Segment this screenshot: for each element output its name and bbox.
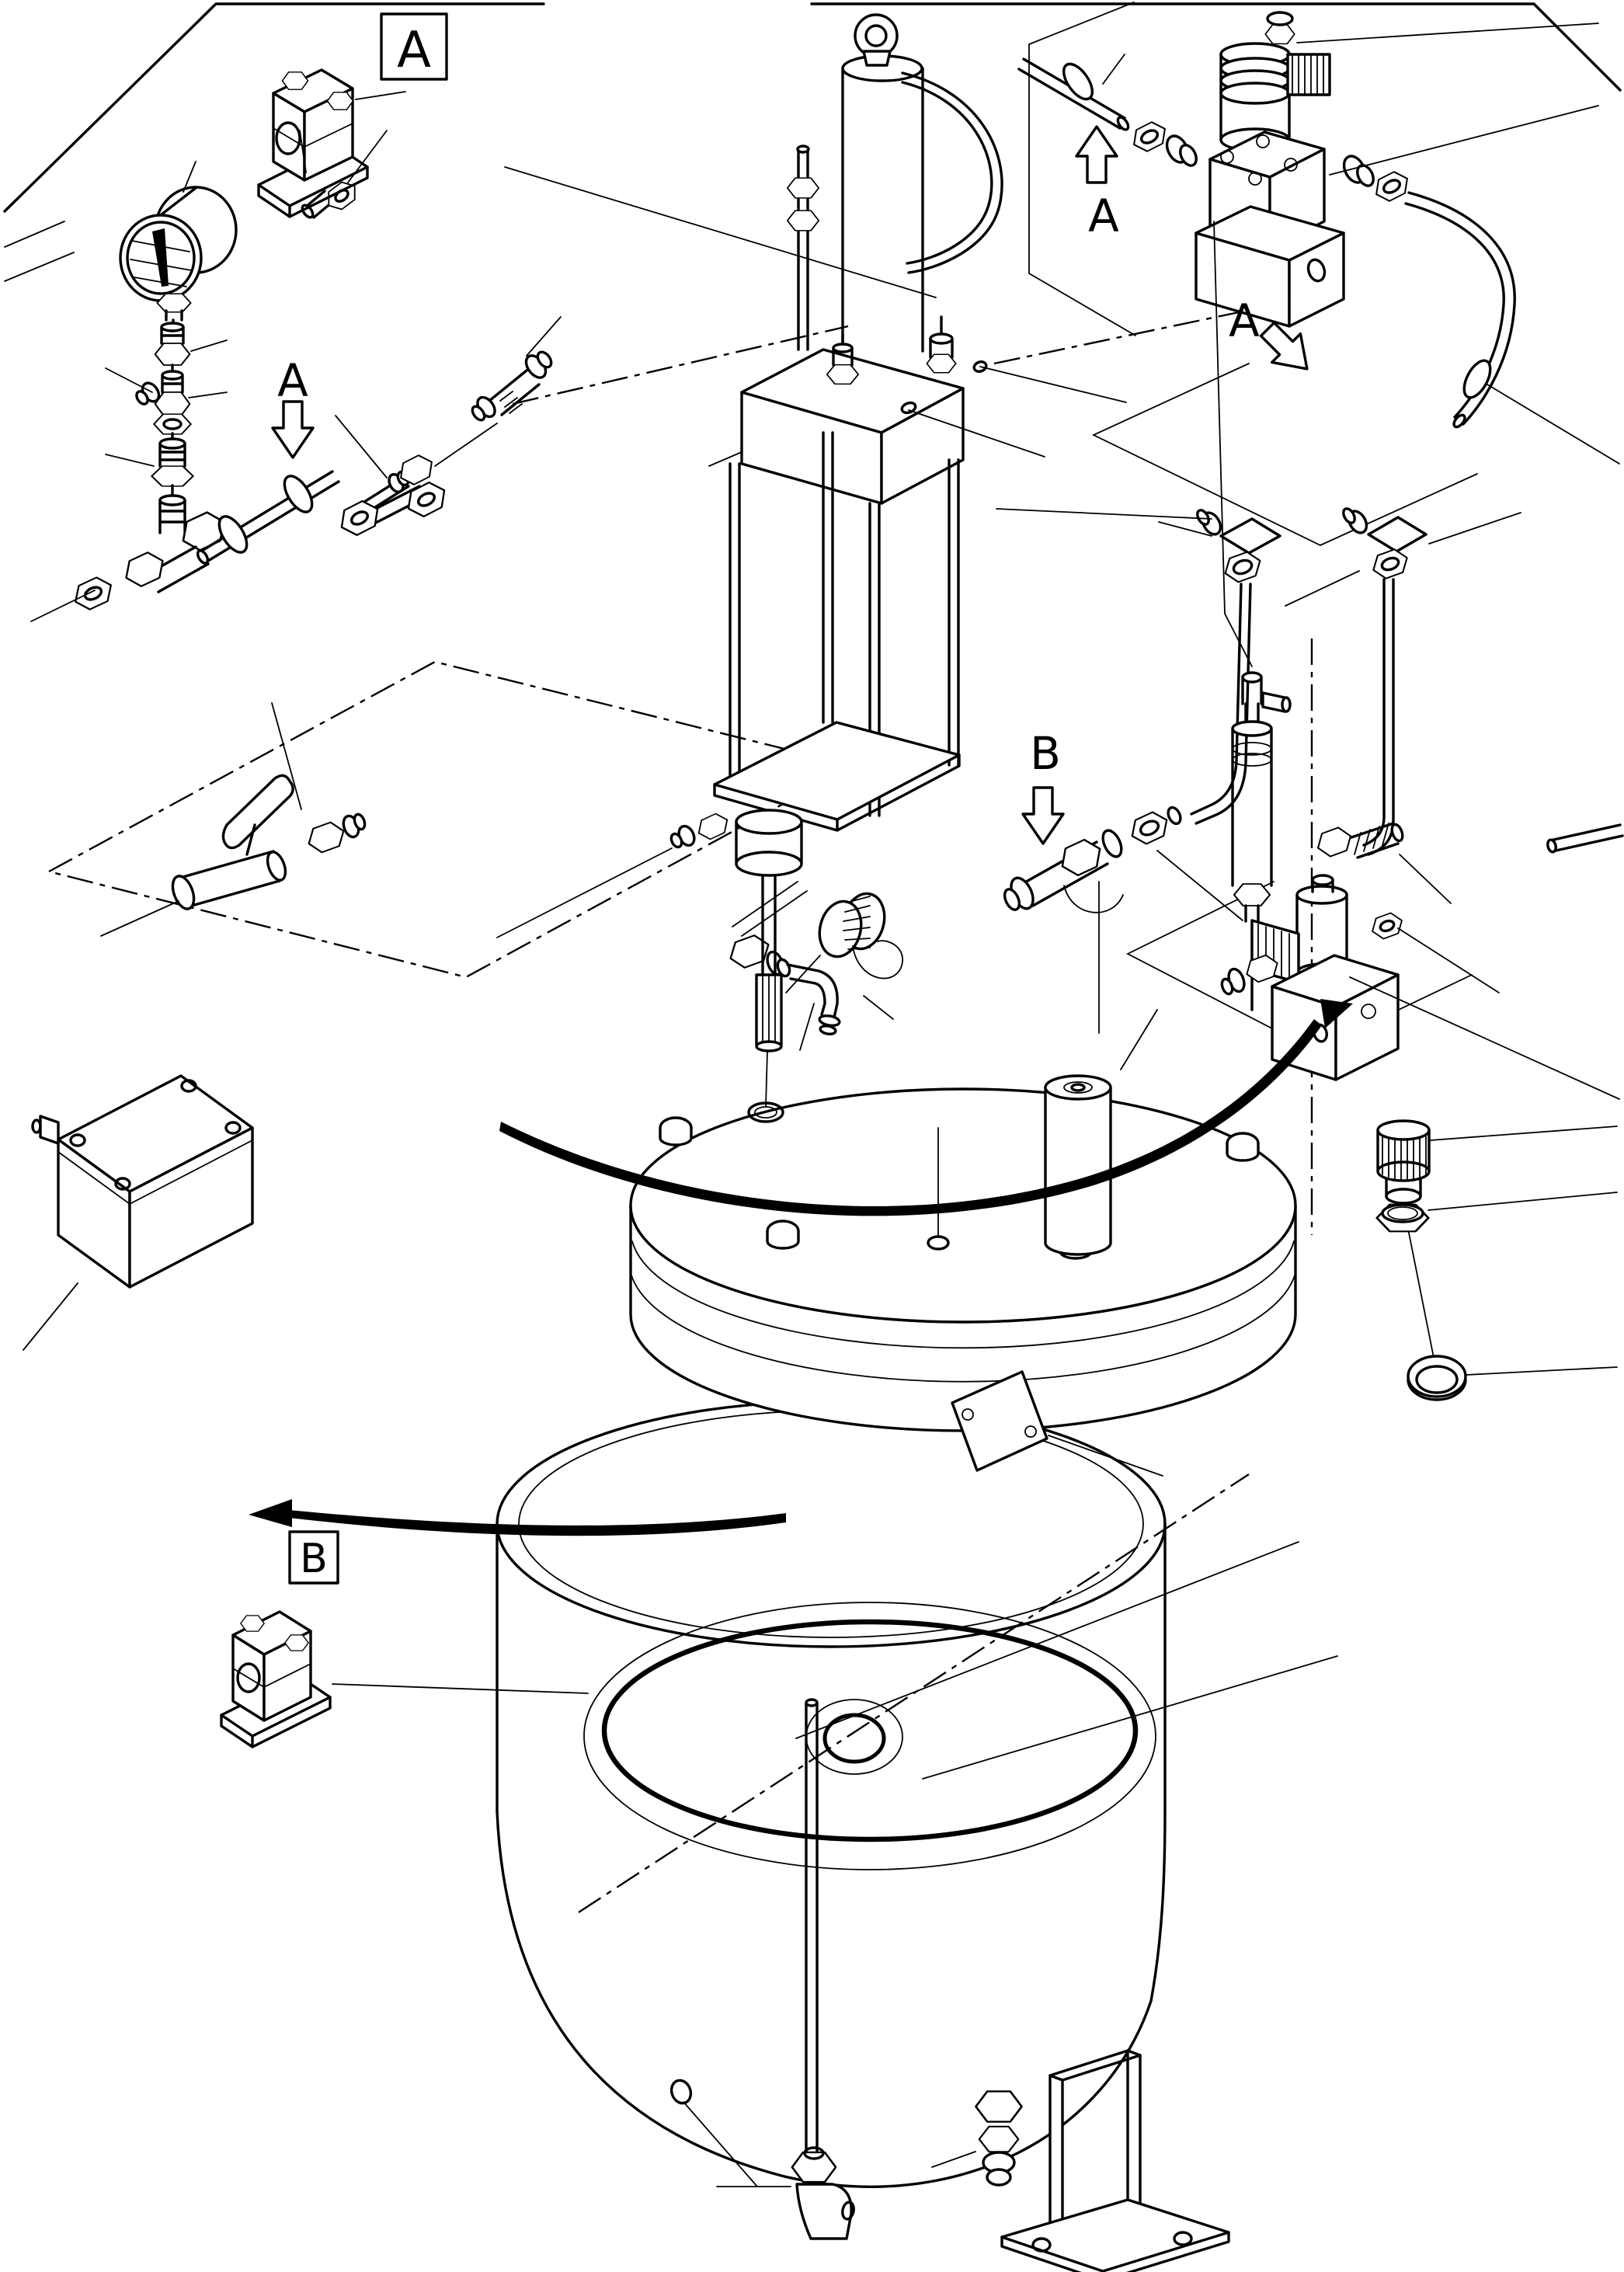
swoosh-arrow-right (499, 1019, 1322, 1216)
up-arrow-icon (1075, 125, 1118, 184)
drum-center-line (578, 1473, 1250, 1914)
pressure-gauge (119, 186, 238, 322)
leader-lines (4, 23, 1620, 2187)
junction-box (31, 1074, 254, 1289)
view-arrow-a-left: A (271, 354, 315, 459)
hose-barb-fitting-left (304, 812, 367, 857)
detail-b-label: B (300, 1536, 328, 1582)
down-arrow-icon (271, 400, 315, 459)
knurled-cap (1376, 1119, 1431, 1205)
bulkhead-tube-a-left (196, 470, 410, 565)
gauge-tee-fitting (135, 370, 192, 441)
air-hose-loop (901, 71, 1003, 274)
pump-air-cylinder (841, 13, 1003, 353)
ring-nut (1375, 1203, 1430, 1233)
swoosh-arrow-left (289, 1510, 786, 1536)
tube-clamp-b (220, 1610, 332, 1748)
detail-a-label-box: A (380, 12, 448, 81)
drum-lid (629, 1074, 1297, 1472)
suction-elbow-fitting (791, 2146, 855, 2240)
pump-tube-shaft (732, 874, 808, 1107)
lid-cap-nut (766, 1220, 800, 1250)
coupler-b-assembly (1003, 805, 1182, 913)
compression-fitting-left (151, 437, 194, 499)
view-a-right-label: A (1229, 294, 1260, 347)
elbow-fitting-2 (1342, 507, 1428, 856)
solenoid-body-block (1195, 130, 1345, 328)
cap-nut-washer-stack (1375, 1119, 1467, 1401)
short-tube-right (1546, 823, 1624, 854)
swoosh-arrows (249, 999, 1353, 1536)
grommet (1462, 359, 1492, 399)
valve-nut (1368, 910, 1407, 942)
follower-plate (601, 1619, 1139, 1842)
muffler-plug (826, 332, 860, 385)
bent-air-tube (1404, 191, 1516, 429)
junction-box-connector (39, 1115, 60, 1145)
grommet (1062, 62, 1094, 101)
relief-fitting (926, 315, 957, 374)
grommet (217, 515, 249, 554)
dust-cap (818, 892, 903, 979)
spring-bolt (1313, 822, 1404, 861)
drum-opening (583, 1602, 1156, 1870)
pump-top-block (740, 315, 988, 505)
figure-border (3, 2, 1622, 213)
compression-tee-cluster (334, 451, 452, 541)
eye-bolt (854, 13, 899, 67)
view-arrow-a-right: A (1229, 294, 1323, 384)
down-arrow-icon (1021, 786, 1065, 845)
gauge-needle (152, 228, 169, 287)
gauge-adapter-fitting (154, 318, 191, 374)
elbow-fitting-1 (1190, 509, 1281, 825)
valve-inlet-fitting (1220, 952, 1282, 996)
view-arrow-b-center: B (1021, 727, 1065, 845)
view-a-left-label: A (277, 354, 308, 407)
pilot-tube-left (786, 144, 820, 351)
grommet (283, 475, 314, 513)
pump-base-plate (713, 721, 961, 877)
inlet-fitting-pair (1128, 117, 1198, 167)
seal-washer (1407, 1355, 1467, 1401)
quick-coupler-socket (471, 350, 553, 422)
air-pump (669, 13, 1003, 1107)
air-inlet-tube (1017, 57, 1130, 131)
line-tee-fitting-lower (68, 494, 231, 615)
suction-tube (805, 1698, 819, 2225)
view-b-label: B (1030, 727, 1061, 780)
detail-b-label-box: B (288, 1530, 339, 1585)
lid-cap-nut (1226, 1132, 1260, 1162)
drum-wall-hole (669, 2079, 693, 2105)
floor-bracket (1000, 2049, 1230, 2272)
view-arrow-a-top: A (1075, 125, 1119, 242)
outlet-fitting-pair (1342, 155, 1414, 206)
detail-a-label: A (397, 22, 431, 79)
lid-cap-nut (659, 1116, 693, 1146)
pump-outlet-fitting (669, 809, 732, 849)
drain-check-fitting (975, 2090, 1023, 2187)
view-a-top-label: A (1088, 190, 1119, 242)
solenoid-valve-top (1017, 11, 1516, 429)
coupler-nipple-pair (301, 176, 363, 219)
lid-nameplate (951, 1370, 1048, 1472)
lid-canister (1044, 1074, 1112, 1256)
solenoid-coil (1219, 11, 1331, 152)
ball-valve (171, 774, 294, 910)
tube-clamp-a (257, 68, 369, 218)
